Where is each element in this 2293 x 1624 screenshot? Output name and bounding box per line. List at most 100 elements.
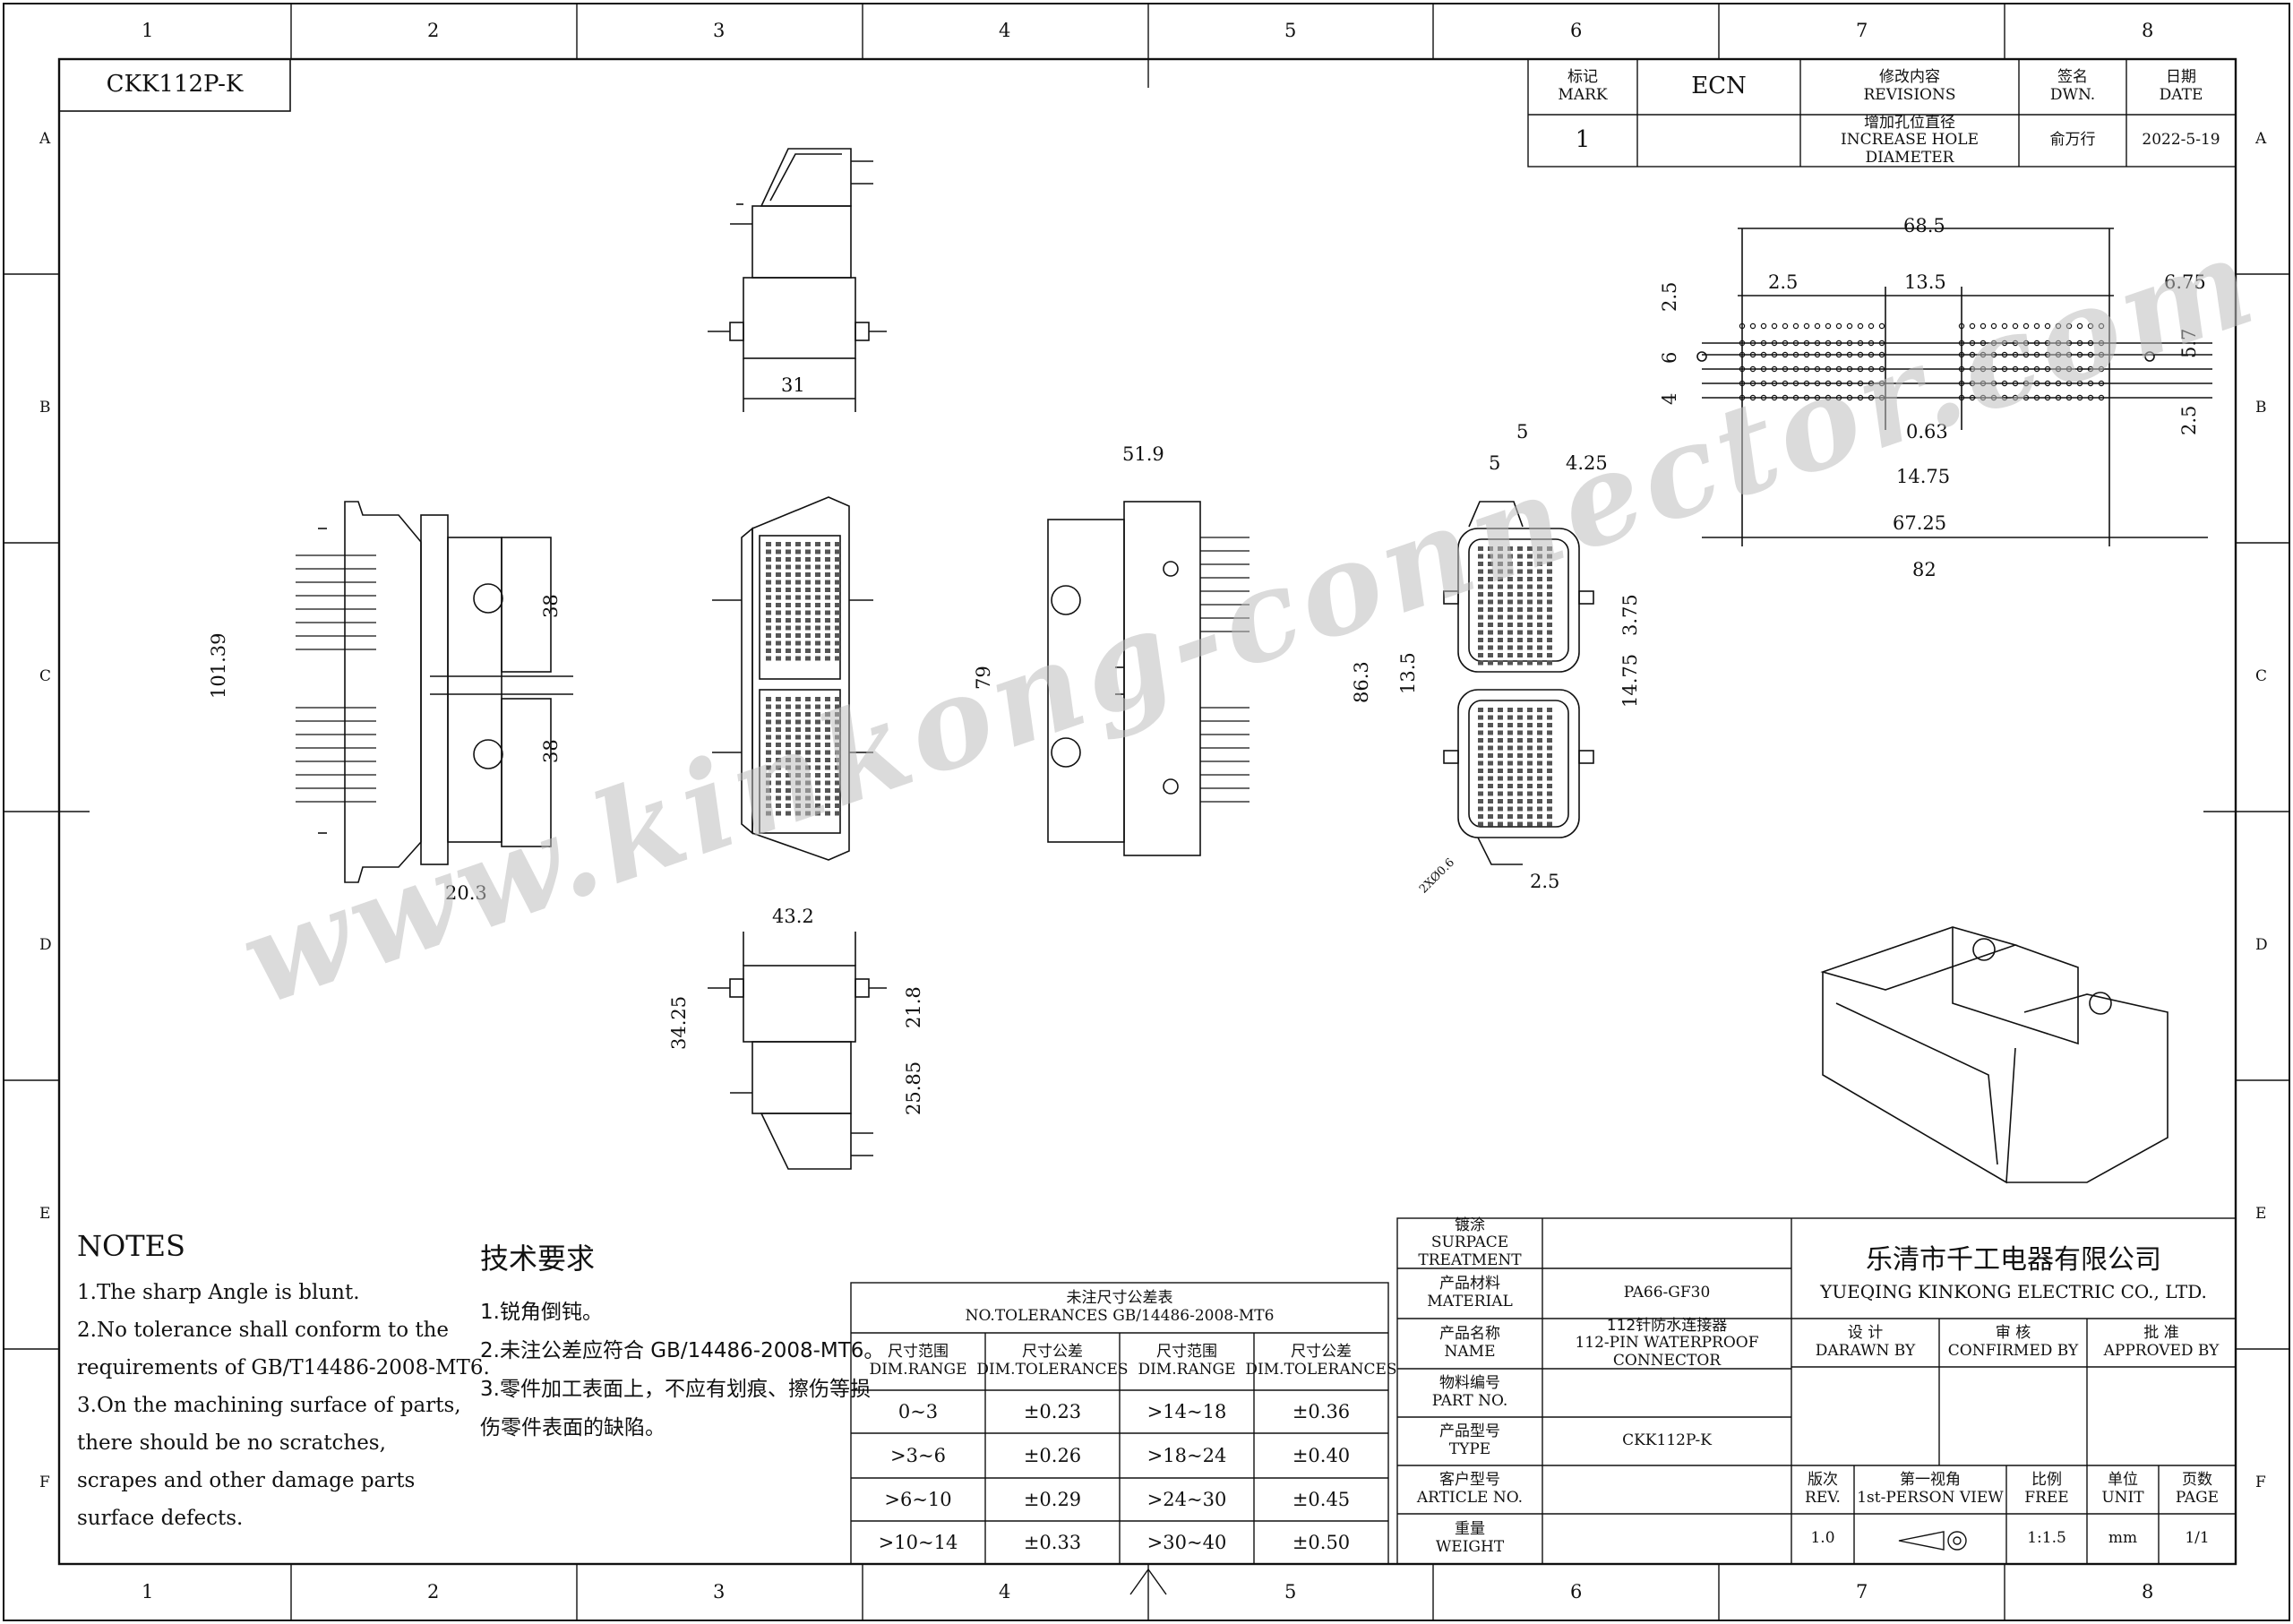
pin-cavity bbox=[815, 610, 820, 615]
pin-cavity bbox=[1537, 638, 1542, 642]
pin-cavity bbox=[815, 773, 820, 778]
pin-cavity bbox=[1507, 614, 1513, 620]
pin-cavity bbox=[835, 735, 840, 740]
pcb-hole bbox=[1868, 365, 1875, 373]
pcb-hole bbox=[2033, 394, 2040, 401]
pin-cavity bbox=[1507, 660, 1513, 666]
pin-cavity bbox=[1498, 569, 1503, 574]
pin-cavity bbox=[766, 719, 771, 725]
pin-cavity bbox=[1547, 769, 1552, 773]
pin-cavity bbox=[1517, 730, 1523, 735]
pin-cavity bbox=[815, 727, 820, 732]
pin-cavity bbox=[795, 640, 801, 646]
pin-cavity bbox=[835, 656, 840, 661]
pin-cavity bbox=[795, 557, 801, 562]
pin-cavity bbox=[766, 743, 771, 747]
pin-cavity bbox=[1498, 784, 1503, 788]
zone-col-label: 4 bbox=[999, 1581, 1011, 1603]
pin-cavity bbox=[1537, 584, 1542, 589]
pin-cavity bbox=[1547, 776, 1552, 781]
side-view bbox=[1047, 501, 1250, 856]
pcb-hole bbox=[2033, 380, 2040, 387]
pin-cavity bbox=[1517, 562, 1523, 566]
pcb-hole bbox=[1969, 339, 1976, 347]
dim-front-height: 101.39 bbox=[208, 632, 229, 699]
pcb-hole bbox=[2044, 365, 2051, 373]
pcb-hole bbox=[1980, 365, 1987, 373]
tb-partno-value bbox=[1542, 1369, 1791, 1417]
tb-unit-zh: 单位 bbox=[2108, 1471, 2138, 1490]
pcb-hole bbox=[2012, 322, 2019, 330]
tol-cell: >18~24 bbox=[1146, 1444, 1227, 1466]
pin-cavity bbox=[1517, 554, 1523, 559]
pin-cavity bbox=[1547, 653, 1552, 657]
pcb-hole bbox=[1878, 394, 1885, 401]
pin-cavity bbox=[815, 719, 820, 725]
pcb-hole bbox=[1739, 380, 1746, 387]
pin-cavity bbox=[1498, 760, 1503, 766]
pcb-hole bbox=[1792, 322, 1799, 330]
tb-confirm-en: CONFIRMED BY bbox=[1947, 1342, 2079, 1360]
pcb-hole bbox=[1846, 351, 1853, 358]
pin-cavity bbox=[776, 704, 781, 709]
pcb-hole bbox=[1878, 365, 1885, 373]
pcb-hole bbox=[2044, 394, 2051, 401]
pin-cavity bbox=[795, 549, 801, 554]
pcb-hole bbox=[2076, 380, 2083, 387]
pin-cavity bbox=[795, 727, 801, 732]
pin-cavity bbox=[815, 633, 820, 638]
pin-cavity bbox=[1547, 614, 1552, 620]
pcb-hole bbox=[1825, 322, 1832, 330]
pcb-hole bbox=[1814, 351, 1821, 358]
pcb-hole bbox=[1969, 394, 1976, 401]
pcb-hole bbox=[1771, 322, 1778, 330]
pin-cavity bbox=[835, 649, 840, 653]
pin-cavity bbox=[766, 625, 771, 631]
pin-cavity bbox=[786, 712, 791, 717]
pcb-hole bbox=[1803, 394, 1810, 401]
pin-cavity bbox=[1537, 592, 1542, 597]
pin-cavity bbox=[795, 743, 801, 747]
pin-cavity bbox=[805, 743, 811, 747]
pin-cavity bbox=[815, 697, 820, 701]
pin-cavity bbox=[1527, 760, 1533, 766]
pin-cavity bbox=[795, 712, 801, 717]
pin-cavity bbox=[1498, 599, 1503, 605]
pin-cavity bbox=[1478, 554, 1483, 559]
pin-cavity bbox=[1488, 614, 1493, 620]
tb-type-zh: 产品型号 bbox=[1439, 1422, 1500, 1441]
pcb-hole bbox=[1835, 365, 1842, 373]
pcb-hole bbox=[2076, 365, 2083, 373]
pin-cavity bbox=[776, 549, 781, 554]
pin-cavity bbox=[1488, 745, 1493, 751]
pin-cavity bbox=[1527, 753, 1533, 758]
pin-cavity bbox=[1507, 806, 1513, 812]
tb-approve-en: APPROVED BY bbox=[2103, 1342, 2220, 1360]
zone-col-label: 8 bbox=[2142, 20, 2154, 41]
pcb-hole bbox=[1803, 322, 1810, 330]
pin-cavity bbox=[1488, 660, 1493, 666]
notes-en-line: 2.No tolerance shall conform to the bbox=[77, 1319, 450, 1342]
pin-cavity bbox=[1498, 723, 1503, 727]
pin-cavity bbox=[1527, 791, 1533, 796]
tol-cell: ±0.50 bbox=[1292, 1531, 1351, 1553]
pin-cavity bbox=[1478, 708, 1483, 712]
pin-cavity bbox=[815, 603, 820, 607]
pin-cavity bbox=[1547, 592, 1552, 597]
tb-scale-zh: 比例 bbox=[2031, 1471, 2062, 1490]
tb-design-en: DARAWN BY bbox=[1815, 1342, 1916, 1360]
pin-cavity bbox=[825, 549, 830, 554]
pin-cavity bbox=[1498, 607, 1503, 612]
rev-row-mark: 1 bbox=[1575, 126, 1591, 154]
pin-cavity bbox=[805, 803, 811, 808]
pin-cavity bbox=[1547, 723, 1552, 727]
pin-cavity bbox=[1517, 607, 1523, 612]
pcb-hole bbox=[2001, 322, 2008, 330]
pin-cavity bbox=[786, 750, 791, 755]
pin-cavity bbox=[1547, 760, 1552, 766]
pcb-hole bbox=[1990, 380, 1997, 387]
pin-cavity bbox=[805, 704, 811, 709]
zone-row-label: C bbox=[39, 667, 52, 685]
